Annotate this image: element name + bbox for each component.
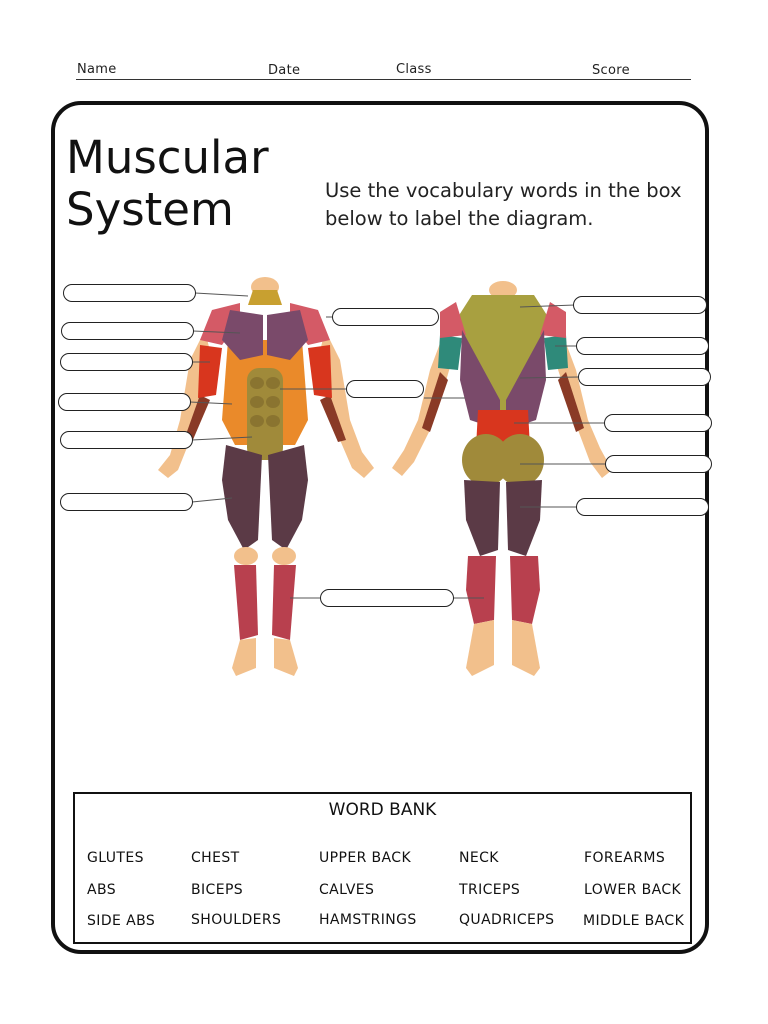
word-biceps: BICEPS <box>191 882 244 898</box>
label-box[interactable] <box>60 353 193 371</box>
date-label: Date <box>268 63 301 78</box>
label-box[interactable] <box>58 393 191 411</box>
title-line-2: System <box>66 183 234 236</box>
word-chest: CHEST <box>191 850 240 866</box>
word-quadriceps: QUADRICEPS <box>459 912 555 928</box>
word-lower-back: LOWER BACK <box>584 882 682 898</box>
instructions: Use the vocabulary words in the box belo… <box>325 179 682 230</box>
label-box[interactable] <box>346 380 424 398</box>
word-hamstrings: HAMSTRINGS <box>319 912 417 928</box>
label-box[interactable] <box>332 308 439 326</box>
label-box[interactable] <box>578 368 711 386</box>
front-figure <box>158 277 374 676</box>
label-box[interactable] <box>60 431 193 449</box>
word-glutes: GLUTES <box>87 850 144 866</box>
label-box[interactable] <box>60 493 193 511</box>
name-label: Name <box>77 62 117 77</box>
word-upper-back: UPPER BACK <box>319 850 412 866</box>
label-box[interactable] <box>604 414 712 432</box>
label-box[interactable] <box>61 322 194 340</box>
class-label: Class <box>396 62 432 77</box>
word-forearms: FOREARMS <box>584 850 666 866</box>
score-label: Score <box>592 63 630 78</box>
word-abs: ABS <box>87 882 117 898</box>
word-calves: CALVES <box>319 882 375 898</box>
back-figure <box>392 281 612 676</box>
title-line-1: Muscular <box>66 131 269 184</box>
word-shoulders: SHOULDERS <box>191 912 282 928</box>
label-box[interactable] <box>605 455 712 473</box>
label-box[interactable] <box>320 589 454 607</box>
label-box[interactable] <box>576 498 709 516</box>
word-bank-title: WORD BANK <box>328 800 437 820</box>
label-box[interactable] <box>63 284 196 302</box>
word-side-abs: SIDE ABS <box>87 913 156 929</box>
word-triceps: TRICEPS <box>459 882 521 898</box>
label-box[interactable] <box>576 337 709 355</box>
word-neck: NECK <box>459 850 499 866</box>
header-line <box>76 79 691 80</box>
word-bank: WORD BANK GLUTES CHEST UPPER BACK NECK F… <box>73 792 692 944</box>
label-box[interactable] <box>573 296 707 314</box>
word-middle-back: MIDDLE BACK <box>583 913 685 929</box>
worksheet-frame <box>51 101 709 954</box>
worksheet-title: Muscular System <box>66 132 269 236</box>
